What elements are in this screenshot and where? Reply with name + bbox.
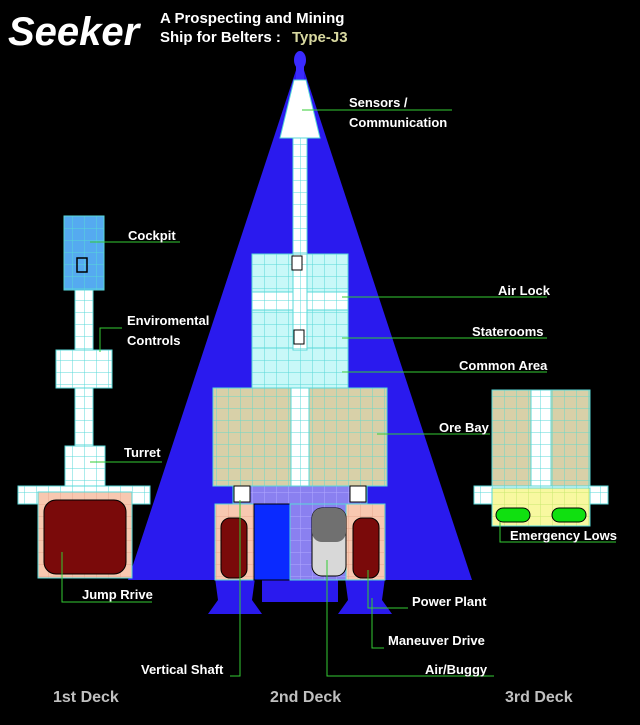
- label-sensors-2: Communication: [349, 115, 447, 130]
- deck-label-3rd: 3rd Deck: [505, 689, 573, 706]
- hatch-lower: [293, 329, 305, 345]
- subtitle-line-2: Ship for Belters :: [160, 29, 281, 46]
- label-sensors-1: Sensors /: [349, 95, 408, 110]
- label-air-buggy: Air/Buggy: [425, 662, 488, 677]
- jump-drive: [43, 499, 127, 575]
- cockpit-seat: [76, 257, 88, 273]
- central-corridor-mid: [292, 253, 308, 351]
- label-jump-drive: Jump Rrive: [82, 587, 153, 602]
- label-environmental-2: Controls: [127, 333, 180, 348]
- power-plant: [253, 503, 291, 581]
- deck-label-2nd: 2nd Deck: [270, 689, 341, 706]
- label-staterooms: Staterooms: [472, 324, 544, 339]
- thruster-right: [338, 578, 392, 614]
- subtitle-line-1: A Prospecting and Mining: [160, 10, 344, 27]
- label-ore-bay: Ore Bay: [439, 420, 490, 435]
- ship-name: Seeker: [8, 10, 142, 54]
- cockpit: [63, 215, 105, 291]
- maneuver-drive-left-unit: [220, 517, 248, 579]
- label-power-plant: Power Plant: [412, 594, 487, 609]
- shaft-hatch-right: [349, 485, 367, 503]
- deck-label-1st: 1st Deck: [53, 689, 119, 706]
- sensors-room: [279, 79, 321, 139]
- central-corridor-upper: [292, 137, 308, 255]
- thruster-left: [208, 578, 262, 614]
- shaft-hatch-left: [233, 485, 251, 503]
- engineering-passage: [232, 485, 368, 505]
- label-vertical-shaft: Vertical Shaft: [141, 662, 224, 677]
- thruster-center: [262, 578, 338, 602]
- central-corridor-ore: [290, 387, 310, 487]
- emergency-low-berth-2: [551, 507, 587, 523]
- label-environmental-1: Enviromental: [127, 313, 209, 328]
- label-maneuver-drive: Maneuver Drive: [388, 633, 485, 648]
- air-buggy-canopy: [312, 508, 346, 542]
- label-turret: Turret: [124, 445, 161, 460]
- corridor-1a: [74, 289, 94, 351]
- common-area: [251, 347, 349, 389]
- label-cockpit: Cockpit: [128, 228, 176, 243]
- leader-lines: [61, 109, 616, 677]
- ship-type: Type-J3: [292, 29, 348, 46]
- environmental-controls: [55, 349, 113, 389]
- label-emergency-lows: Emergency Lows: [510, 528, 617, 543]
- emergency-low-berth-1: [495, 507, 531, 523]
- maneuver-drive-right-unit: [352, 517, 380, 579]
- corridor-3a: [530, 389, 552, 487]
- label-common-area: Common Area: [459, 358, 548, 373]
- hatch-upper: [291, 255, 303, 271]
- antenna-mast: [296, 62, 304, 80]
- corridor-1b: [74, 387, 94, 447]
- turret: [64, 445, 106, 487]
- label-air-lock: Air Lock: [498, 283, 551, 298]
